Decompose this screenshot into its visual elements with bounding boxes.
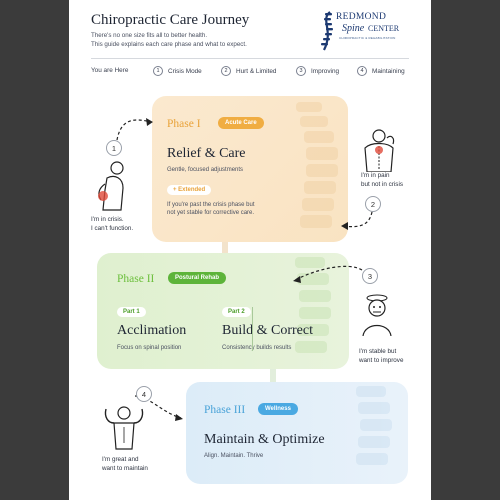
page-title: Chiropractic Care Journey	[91, 12, 250, 28]
phase-1-subtitle: Gentle, focused adjustments	[167, 167, 244, 173]
stage-step-4[interactable]: 4 Maintaining	[357, 66, 405, 76]
phase-1-heading: Relief & Care	[167, 146, 246, 161]
parts-divider	[252, 307, 253, 351]
caption-stable-line-1: I'm stable but	[359, 348, 397, 355]
intro-line-1: There's no one size fits all to better h…	[91, 32, 208, 39]
journey-arrows	[116, 118, 373, 421]
caption-great-line-1: I'm great and	[102, 456, 139, 463]
guide-sheet: Chiropractic Care Journey There's no one…	[69, 0, 431, 500]
phase-1-label: Phase I	[167, 118, 201, 130]
caption-pain-line-2: but not in crisis	[361, 180, 403, 188]
part-2-subtitle: Consistency builds results	[222, 345, 292, 351]
journey-marker-4: 4	[136, 386, 152, 402]
person-back-pain-icon	[98, 161, 124, 211]
part-2-chip: Part 2	[222, 307, 251, 317]
stage-number: 2	[221, 66, 231, 76]
phase-connector-2	[270, 368, 276, 383]
phase-1-card: Phase I Acute Care Relief & Care Gentle,…	[152, 96, 348, 242]
person-flexing-icon	[104, 406, 144, 450]
logo-word-center: CENTER	[368, 24, 400, 33]
stage-label: Improving	[311, 67, 340, 75]
person-dizzy-icon	[362, 294, 392, 336]
phase-3-pill: Wellness	[258, 403, 298, 415]
spine-illustration	[356, 386, 392, 465]
you-are-here-label: You are Here	[91, 67, 129, 74]
stage-selector: You are Here 1 Crisis Mode 2 Hurt & Limi…	[91, 66, 411, 78]
journey-marker-2: 2	[365, 196, 381, 212]
phase-1-pill: Acute Care	[218, 117, 264, 129]
phase-2-label: Phase II	[117, 273, 155, 285]
journey-marker-1: 1	[106, 140, 122, 156]
stage-step-3[interactable]: 3 Improving	[296, 66, 339, 76]
part-2-heading: Build & Correct	[222, 323, 313, 338]
stage-label: Hurt & Limited	[236, 67, 277, 75]
intro-text: There's no one size fits all to better h…	[91, 32, 281, 50]
stage-step-1[interactable]: 1 Crisis Mode	[153, 66, 202, 76]
caption-stable-line-2: want to improve	[359, 356, 404, 364]
header-divider	[91, 58, 409, 59]
part-1-subtitle: Focus on spinal position	[117, 345, 182, 351]
extended-line-2: not yet stable for corrective care.	[167, 210, 255, 217]
stage-step-2[interactable]: 2 Hurt & Limited	[221, 66, 277, 76]
phase-3-card: Phase III Wellness Maintain & Optimize A…	[186, 382, 408, 484]
clinic-logo: REDMOND Spine CENTER CHIROPRACTIC & REHA…	[312, 8, 410, 54]
extended-line-1: If you're past the crisis phase but	[167, 202, 255, 208]
logo-word-redmond: REDMOND	[336, 12, 387, 22]
stage-number: 3	[296, 66, 306, 76]
caption-crisis: I'm in crisis. I can't function.	[91, 216, 133, 233]
caption-stable: I'm stable but want to improve	[359, 348, 403, 365]
phase-2-card: Phase II Postural Rehab Part 1 Acclimati…	[97, 253, 349, 369]
extended-chip: + Extended	[167, 185, 212, 195]
caption-crisis-line-1: I'm in crisis.	[91, 216, 124, 223]
part-1-heading: Acclimation	[117, 323, 187, 338]
person-neck-pain-icon	[364, 129, 395, 172]
phase-3-subtitle: Align. Maintain. Thrive	[204, 453, 264, 459]
phase-connector-1	[222, 241, 228, 254]
spine-illustration	[296, 102, 338, 228]
intro-line-2: This guide explains each care phase and …	[91, 40, 247, 48]
phase-3-heading: Maintain & Optimize	[204, 432, 325, 447]
extended-description: If you're past the crisis phase but not …	[167, 201, 255, 218]
stage-label: Maintaining	[372, 67, 405, 75]
phase-2-pill: Postural Rehab	[168, 272, 227, 284]
stage-number: 1	[153, 66, 163, 76]
phase-3-label: Phase III	[204, 404, 246, 416]
part-1-chip: Part 1	[117, 307, 146, 317]
spine-logo-icon	[321, 11, 333, 51]
caption-pain: I'm in pain but not in crisis	[361, 172, 403, 189]
logo-tagline: CHIROPRACTIC & REHABILITATION	[339, 36, 396, 40]
caption-crisis-line-2: I can't function.	[91, 224, 134, 232]
journey-marker-3: 3	[362, 268, 378, 284]
caption-great: I'm great and want to maintain	[102, 456, 148, 473]
spine-illustration	[295, 257, 331, 353]
logo-word-spine: Spine	[342, 23, 365, 34]
stage-label: Crisis Mode	[168, 67, 202, 75]
stage-number: 4	[357, 66, 367, 76]
caption-great-line-2: want to maintain	[102, 464, 148, 472]
caption-pain-line-1: I'm in pain	[361, 172, 390, 179]
